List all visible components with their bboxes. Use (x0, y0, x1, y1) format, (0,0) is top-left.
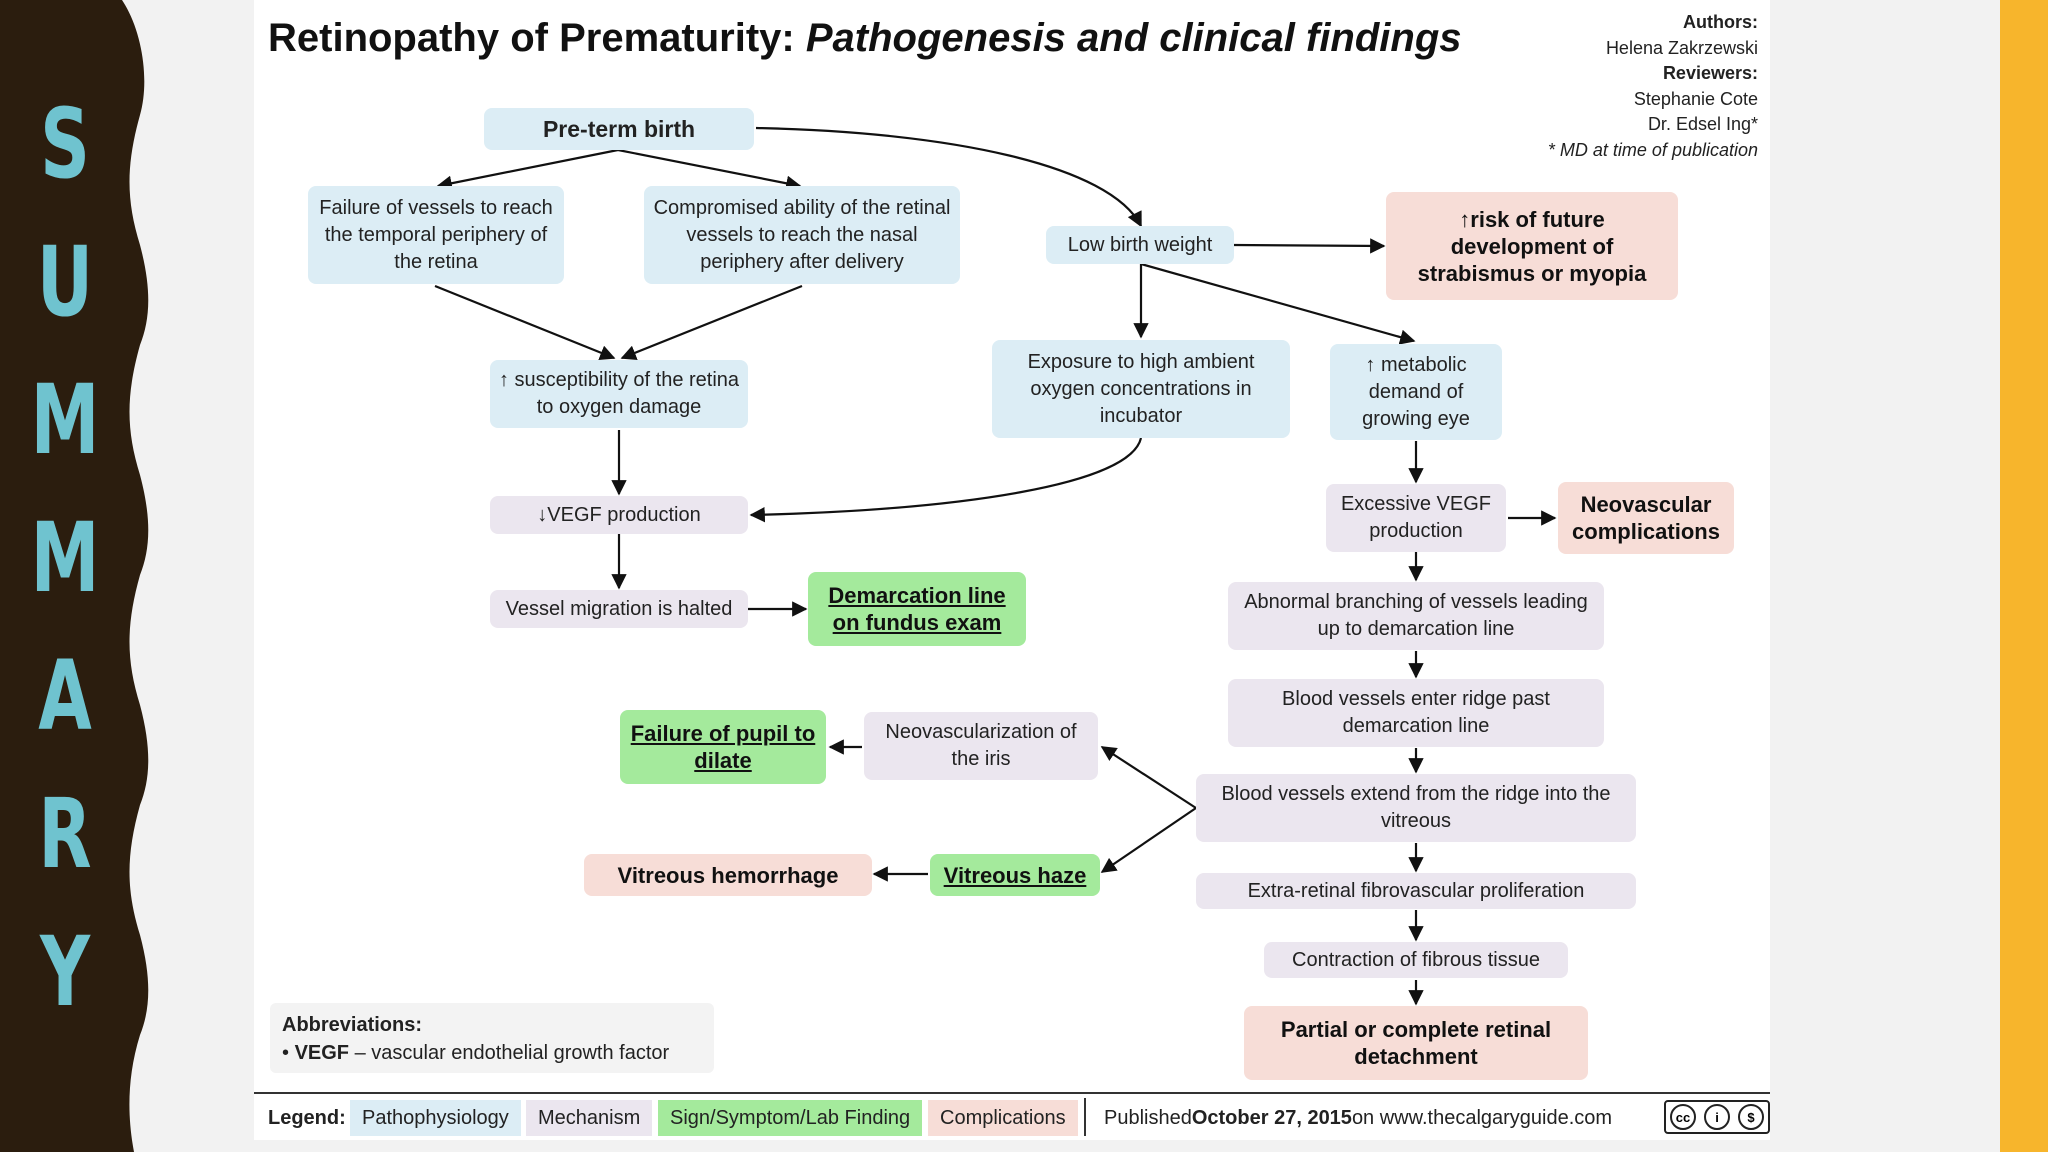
node-preterm-birth: Pre-term birth (484, 108, 754, 150)
authors-label: Authors: (1683, 12, 1758, 32)
arrow-preterm-lbw (755, 126, 1142, 228)
cc-icon: cc (1670, 1104, 1696, 1130)
node-vegf-down: ↓VEGF production (490, 496, 748, 534)
node-low-birth-weight: Low birth weight (1046, 226, 1234, 264)
legend-label: Legend: (268, 1106, 346, 1129)
published-info: Published October 27, 2015 on www.thecal… (1104, 1100, 1612, 1136)
arrow-extend-iris (1100, 746, 1197, 809)
summary-letter-s: S (40, 88, 90, 200)
arrow-temporal-susc (434, 284, 616, 360)
title-subtitle: Pathogenesis and clinical findings (805, 16, 1462, 60)
by-icon: i (1704, 1104, 1730, 1130)
summary-letter-u: U (36, 226, 94, 338)
legend-mechanism: Mechanism (526, 1100, 653, 1136)
arrow-lbw-metabolic (1140, 262, 1416, 345)
reviewer-2: Dr. Edsel Ing* (1647, 114, 1758, 134)
arrow-extend-haze (1100, 807, 1197, 873)
abbreviation-term: VEGF (294, 1042, 350, 1064)
node-contraction: Contraction of fibrous tissue (1264, 942, 1568, 978)
node-risk-future: ↑risk of future development of strabismu… (1386, 192, 1678, 300)
node-vitreous-haze: Vitreous haze (930, 854, 1100, 896)
legend-separator (1084, 1098, 1086, 1136)
arrow-preterm-temporal (436, 148, 619, 191)
published-date: October 27, 2015 (1191, 1106, 1352, 1129)
arrow-lbw-risk (1233, 238, 1386, 254)
creative-commons-badge: cc i $ (1664, 1100, 1770, 1134)
node-vessel-halted: Vessel migration is halted (490, 590, 748, 628)
published-prefix: Published (1104, 1106, 1192, 1129)
node-neovascularization-iris: Neovascularization of the iris (864, 712, 1098, 780)
node-extend-vitreous: Blood vessels extend from the ridge into… (1196, 774, 1636, 842)
node-excessive-vegf: Excessive VEGF production (1326, 484, 1506, 552)
node-exposure-oxygen: Exposure to high ambient oxygen concentr… (992, 340, 1290, 438)
node-compromised-nasal: Compromised ability of the retinal vesse… (644, 186, 960, 284)
sidebar-wavy-band (0, 0, 149, 1152)
page-title: Retinopathy of Prematurity: Pathogenesis… (268, 16, 1462, 61)
reviewers-label: Reviewers: (1662, 63, 1758, 83)
legend-pathophysiology: Pathophysiology (350, 1100, 521, 1136)
right-accent-band (2000, 0, 2048, 1152)
legend-bar: Legend: Pathophysiology Mechanism Sign/S… (254, 1092, 1770, 1140)
nc-icon: $ (1738, 1104, 1764, 1130)
summary-letter-r: R (38, 778, 92, 890)
node-metabolic-demand: ↑ metabolic demand of growing eye (1330, 344, 1502, 440)
node-enter-ridge: Blood vessels enter ridge past demarcati… (1228, 679, 1604, 747)
abbreviation-definition: – vascular endothelial growth factor (349, 1042, 670, 1064)
summary-letter-m1: M (30, 364, 100, 476)
summary-letter-m2: M (30, 502, 100, 614)
legend-complications: Complications (928, 1100, 1078, 1136)
node-fibrovascular: Extra-retinal fibrovascular proliferatio… (1196, 873, 1636, 909)
credits-note: * MD at time of publication (1547, 139, 1758, 160)
arrow-nasal-susc (620, 284, 803, 361)
author-name: Helena Zakrzewski (1605, 37, 1758, 58)
legend-sign-symptom: Sign/Symptom/Lab Finding (658, 1100, 923, 1136)
node-retinal-detachment: Partial or complete retinal detachment (1244, 1006, 1588, 1080)
node-failure-temporal: Failure of vessels to reach the temporal… (308, 186, 564, 284)
arrow-exposure-vegf (749, 437, 1143, 523)
node-vitreous-hemorrhage: Vitreous hemorrhage (584, 854, 872, 896)
credits-block: Authors: Helena Zakrzewski Reviewers: St… (1548, 10, 1758, 163)
node-susceptibility: ↑ susceptibility of the retina to oxygen… (490, 360, 748, 428)
summary-letter-a: A (38, 640, 92, 752)
node-failure-pupil: Failure of pupil to dilate (620, 710, 826, 784)
abbreviations-title: Abbreviations: (282, 1014, 423, 1036)
abbreviation-item: • VEGF – vascular endothelial growth fac… (282, 1042, 670, 1064)
abbreviations-box: Abbreviations: • VEGF – vascular endothe… (270, 1003, 714, 1073)
arrow-preterm-nasal (617, 148, 802, 191)
node-neovascular-complications: Neovascular complications (1558, 482, 1734, 554)
reviewer-1: Stephanie Cote (1633, 88, 1758, 109)
published-suffix: on www.thecalgaryguide.com (1351, 1106, 1613, 1129)
summary-letter-y: Y (39, 916, 91, 1028)
title-main: Retinopathy of Prematurity: (268, 16, 795, 60)
node-abnormal-branching: Abnormal branching of vessels leading up… (1228, 582, 1604, 650)
node-demarcation-line: Demarcation line on fundus exam (808, 572, 1026, 646)
